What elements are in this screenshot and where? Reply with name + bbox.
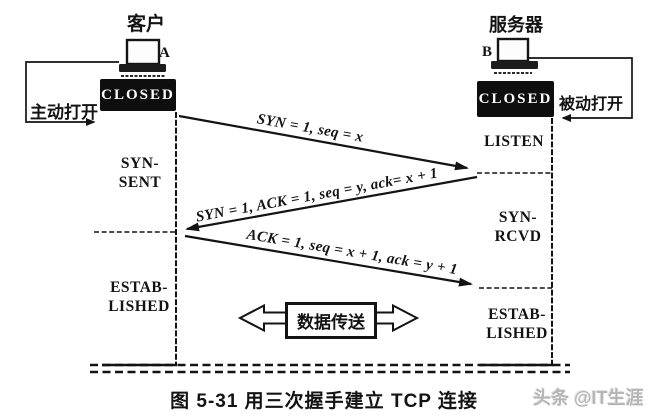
syn-arrow: [178, 114, 469, 171]
passive-open-arrow: [529, 57, 633, 122]
server-state-listen: LISTEN: [484, 133, 544, 150]
server-closed-state-box: CLOSED: [477, 81, 554, 117]
active-open-arrow: [25, 61, 119, 126]
watermark: 头条 @IT生涯: [533, 388, 644, 408]
active-open-label: 主动打开: [30, 103, 98, 122]
server-title: 服务器: [489, 15, 543, 35]
client-computer-icon: [119, 38, 166, 77]
server-state-syn-rcvd: SYN- RCVD: [494, 209, 542, 245]
client-title: 客户: [126, 14, 166, 35]
data-transfer-left-arrow-icon: [237, 303, 288, 333]
syn-ack-arrow: [185, 175, 478, 232]
server-host-label: B: [482, 44, 493, 60]
server-computer-icon: [491, 37, 538, 74]
ack-arrow: [184, 234, 473, 287]
data-transfer-box: 数据传送: [285, 302, 377, 339]
client-host-label: A: [159, 45, 170, 61]
figure-caption: 图 5-31 用三次握手建立 TCP 连接: [170, 391, 478, 412]
data-transfer-right-arrow-icon: [369, 303, 420, 333]
client-state-syn-sent: SYN- SENT: [118, 155, 162, 191]
client-state-established: ESTAB- LISHED: [108, 279, 170, 315]
passive-open-label: 被动打开: [558, 96, 623, 113]
client-closed-state-box: CLOSED: [100, 79, 176, 111]
server-state-established: ESTAB- LISHED: [486, 306, 548, 342]
